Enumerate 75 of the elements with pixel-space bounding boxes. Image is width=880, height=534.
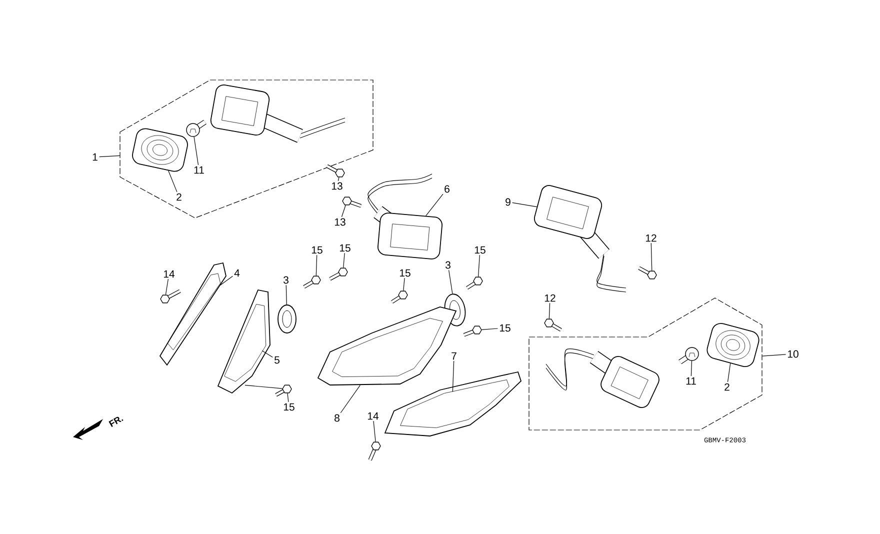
lens [141,135,179,165]
leader-line [373,420,376,442]
leader-line [403,278,405,292]
screw [303,276,321,289]
callout-number: 1 [92,153,98,161]
screw [466,276,483,290]
leader-line [481,328,498,330]
callout-number: 10 [788,350,798,358]
leader-line [341,204,346,218]
leader-line [650,242,652,272]
callout-number: 12 [544,294,556,302]
leader-line [338,176,340,182]
callout-number: 15 [284,403,294,411]
callout-number: 14 [164,270,175,278]
leader-line [287,392,289,402]
leader-line [316,254,318,276]
callout-number: 5 [274,356,280,364]
callout-number: 2 [724,383,730,391]
callout-number: 11 [686,377,696,385]
direction-label: FR. [108,416,124,427]
lens [716,330,750,360]
leader-line [512,202,538,208]
leader-line [168,170,178,192]
leader-line [343,252,345,268]
callout-number: 13 [334,218,346,226]
leader-line [478,254,480,278]
leader-line [165,278,168,296]
leader-line [448,270,453,294]
screw [463,326,482,337]
turn-signal-housing [534,185,626,292]
leader-line [99,155,120,158]
callout-number: 15 [400,269,410,277]
turn-signal-housing [368,174,442,260]
callout-number: 7 [452,352,456,360]
callout-number: 11 [194,166,204,174]
callout-number: 14 [368,412,379,420]
leader-line [426,194,444,216]
callout-number: 6 [444,185,450,193]
callout-number: 15 [312,246,322,254]
turn-signal-housing [210,84,346,143]
callout-number: 12 [646,234,656,242]
callout-number: 15 [500,324,510,332]
leader-line [262,350,273,358]
callout-number: 8 [334,414,340,422]
screw [326,164,345,178]
callout-number: 4 [234,269,240,277]
screw [544,318,562,332]
leader-line [244,384,283,389]
leader-line [194,136,199,166]
screw [391,290,408,304]
screw [638,266,657,280]
screw [160,289,181,304]
grommet [278,304,296,334]
screw [275,384,292,397]
callout-number: 3 [283,276,288,284]
screw [329,268,348,281]
bulb [678,347,699,364]
screw [368,442,381,461]
leader-line [286,284,287,305]
bulb [186,120,206,137]
callout-number: 13 [332,182,342,190]
callout-number: 9 [506,198,510,206]
callout-number: 3 [445,261,450,269]
leader-line [220,276,233,286]
callout-number: 15 [474,246,486,254]
leader-line [762,354,786,356]
leader-line [727,363,731,382]
turn-signal-housing [546,348,660,408]
screw [342,196,362,208]
callout-number: 2 [176,193,182,201]
leader-line [340,384,360,414]
leader-line [548,302,550,320]
leader-line [690,360,692,376]
callout-number: 15 [340,244,350,252]
leader-line [452,360,454,392]
